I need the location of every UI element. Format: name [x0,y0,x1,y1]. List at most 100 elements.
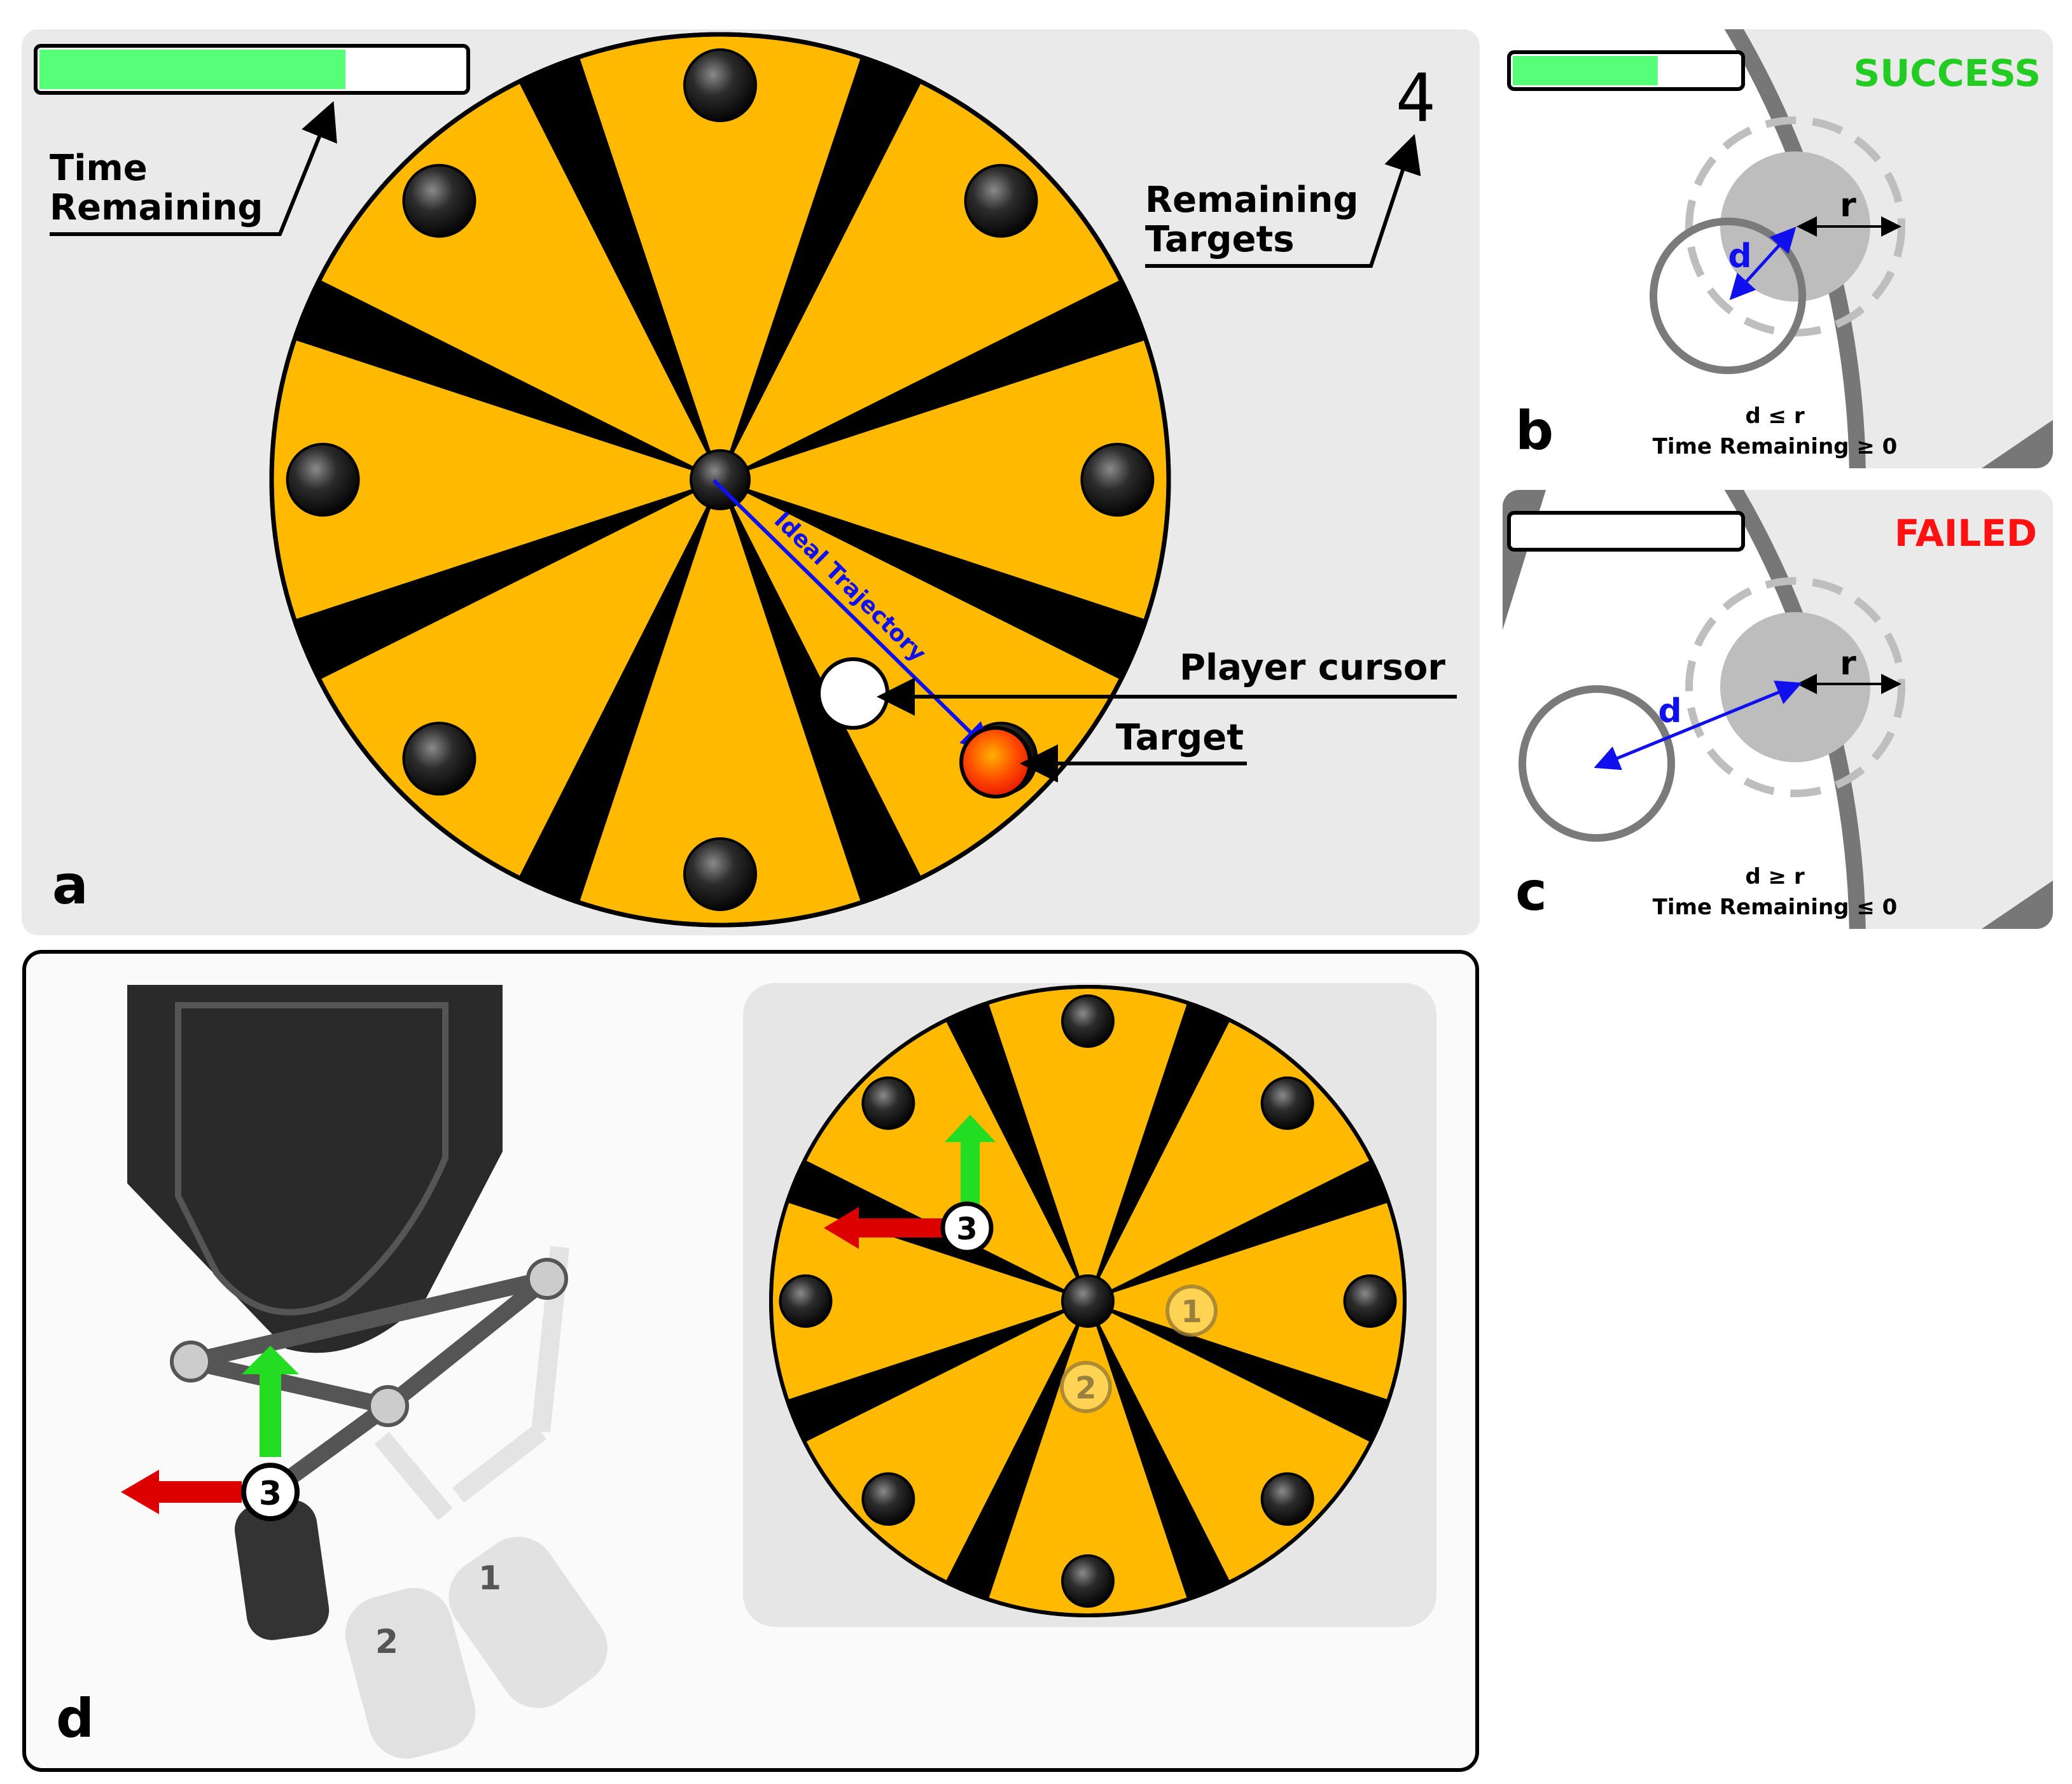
wheel-divider-wedge [294,480,720,680]
robot-arm-link-2 [382,1272,553,1413]
radius-label: r [1840,645,1856,683]
position-3-number: 3 [956,1211,977,1247]
wheel-divider-wedge [720,480,1146,680]
position-1-marker [1165,1285,1218,1337]
position-2-marker [1060,1361,1112,1413]
target-ball [286,443,360,517]
distance-label: d [1728,237,1751,275]
targets-label-line2: Targets [1145,219,1295,260]
status-success: SUCCESS [1853,52,2041,95]
red-arrow-head [824,1207,859,1249]
wheel-edge-wedge [1982,881,2053,929]
timer-bar-fill [39,50,345,89]
joint [367,1385,409,1427]
panel-d: 3 1 2 3 1 2 d [22,950,1479,1772]
target-ball [861,1472,915,1526]
time-callout-arrow [50,101,337,236]
target-ball [779,1274,833,1328]
target-wheel-small [769,985,1407,1617]
wheel-divider-wedge [518,480,720,903]
center-start-ball [1061,1274,1115,1328]
position-2-number: 2 [1075,1370,1096,1406]
target-ball [1260,1472,1314,1526]
robot-arm-upper [189,1271,549,1370]
player-cursor-label: Player cursor [1179,647,1445,688]
distance-arrow [1729,226,1797,300]
targets-callout-arrow [1145,134,1421,268]
wheel-rim [269,32,1171,928]
position-1-number: 1 [1181,1294,1202,1330]
timer-bar-frame [1507,511,1745,552]
remaining-targets-count: 4 [1396,59,1436,137]
success-condition-1: d ≤ r [1745,403,1805,429]
target [959,726,1032,798]
target-label: Target [1116,717,1244,758]
robot-illustration: 3 1 2 [121,985,608,1759]
position-3-marker [940,1201,994,1255]
position-1-number: 1 [478,1559,501,1598]
panel-b-letter: b [1515,400,1554,462]
panel-c: FAILED r d d ≥ r Time Remaining ≤ 0 c [1503,490,2053,929]
panel-a: Time Remaining 4 Remaining Targets Ideal… [22,29,1480,935]
robot-ghost-2 [345,1432,476,1759]
wheel-divider-wedge [1088,1301,1230,1600]
target-ball [1061,994,1115,1048]
target-ball [1260,1076,1314,1130]
targets-label-line1: Remaining [1145,179,1358,221]
target-ball [683,48,757,122]
panel-b: SUCCESS r d d ≤ r Time Remaining ≥ 0 b [1503,29,2053,468]
distance-arrow [1594,680,1802,770]
target-ball [1061,1554,1115,1608]
green-arrow-head [242,1346,299,1374]
target-ball [1343,1274,1397,1328]
joint [526,1258,568,1300]
joint [170,1341,212,1383]
target-ball [683,837,757,911]
robot-channel [175,1002,448,1316]
player-cursor-ring [1650,218,1806,374]
wheel-divider-wedge [720,279,1146,480]
position-2-number: 2 [375,1623,398,1661]
robot-housing [127,985,503,1353]
wheel-divider-wedge [945,1002,1088,1301]
panel-a-letter: a [52,854,88,916]
ideal-trajectory-arrow [712,478,992,754]
target-ball [402,721,476,796]
wheel-divider-wedge [1088,1002,1230,1301]
wheel-divider-wedge [1088,1301,1389,1442]
wheel-divider-wedge [518,57,720,480]
wheel-divider-wedge [945,1301,1088,1600]
timer-bar-fill [1513,56,1658,85]
failed-condition-1: d ≥ r [1745,864,1805,889]
distance-label: d [1658,692,1681,730]
wheel-edge-wedge [1982,420,2053,468]
status-failed: FAILED [1895,512,2037,555]
target-ball [964,164,1038,238]
time-remaining-bar [34,44,470,95]
success-condition-2: Time Remaining ≥ 0 [1653,434,1898,459]
target-ball [861,1076,915,1130]
target-ball [1080,443,1155,517]
radius-label: r [1840,186,1856,225]
target-ball [402,164,476,238]
target-wheel [269,32,1171,928]
position-3-number: 3 [259,1475,282,1513]
robot-handle [234,1500,330,1640]
red-arrow-head [121,1470,159,1514]
wheel-rim [769,985,1407,1617]
player-cursor [817,657,889,730]
wheel-divider-wedge [787,1301,1088,1442]
position-3-marker [241,1463,300,1521]
time-label-line2: Remaining [50,187,263,228]
failed-condition-2: Time Remaining ≤ 0 [1653,895,1898,920]
wheel-divider-wedge [720,57,922,480]
wheel-divider-wedge [294,279,720,480]
wheel-divider-wedge [1088,1160,1389,1301]
green-arrow-head [945,1115,996,1142]
panel-d-letter: d [56,1687,94,1750]
panel-c-letter: c [1515,860,1547,923]
center-start-ball [690,449,751,510]
time-label-line1: Time [50,148,148,189]
robot-arm-link [189,1353,390,1414]
